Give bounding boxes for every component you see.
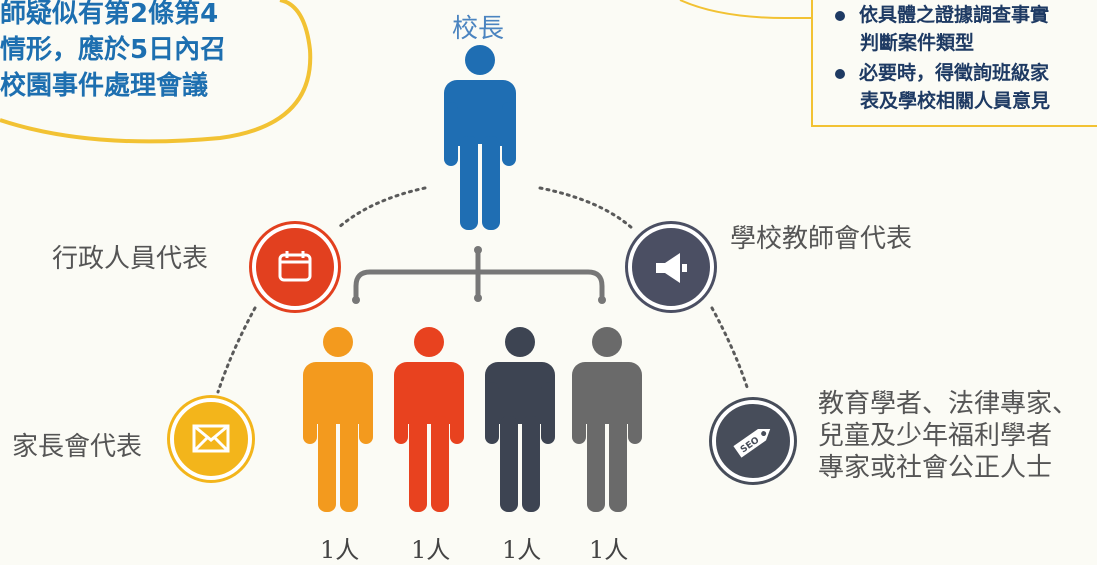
bullet-2-cont: 表及學校相關人員意見 bbox=[860, 90, 1051, 112]
callout-line-2: 情形，應於5日內召 bbox=[0, 35, 227, 65]
info-box-border bbox=[679, 0, 1097, 127]
bullet-1-cont: 判斷案件類型 bbox=[860, 32, 975, 54]
callout-line-1: 師疑似有第2條第4 bbox=[0, 0, 219, 29]
teachers-role-label: 學校教師會代表 bbox=[730, 224, 913, 254]
admin-role-badge bbox=[252, 224, 338, 310]
bullet-dot bbox=[835, 10, 845, 21]
callout-bubble bbox=[0, 0, 313, 144]
teachers-role-badge bbox=[628, 224, 714, 310]
experts-role-badge: SEO bbox=[712, 400, 794, 482]
experts-label-line-2: 兒童及少年福利學者 bbox=[818, 421, 1053, 451]
bullet-2: 必要時，得徵詢班級家 bbox=[835, 60, 1049, 86]
parents-role-badge bbox=[170, 398, 252, 480]
member-person-icon bbox=[572, 327, 642, 512]
member-count-label: 1人 bbox=[589, 536, 629, 564]
experts-role-label: 教育學者、法律專家、 兒童及少年福利學者 專家或社會公正人士 bbox=[818, 388, 1078, 484]
parents-role-label: 家長會代表 bbox=[12, 432, 143, 462]
experts-label-line-3: 專家或社會公正人士 bbox=[818, 453, 1053, 483]
envelope-icon bbox=[192, 424, 230, 453]
calendar-icon bbox=[278, 251, 312, 282]
member-person-icon bbox=[485, 327, 555, 512]
principal-figure bbox=[444, 45, 516, 230]
member-count-label: 1人 bbox=[320, 536, 360, 564]
member-count-label: 1人 bbox=[502, 536, 542, 564]
seo-tag-icon: SEO bbox=[733, 428, 771, 458]
bullet-1: 依具體之證據調查事實 bbox=[835, 2, 1049, 28]
megaphone-icon bbox=[656, 253, 687, 283]
admin-role-label: 行政人員代表 bbox=[52, 244, 209, 274]
member-count-label: 1人 bbox=[411, 536, 451, 564]
member-person-icon bbox=[303, 327, 373, 512]
principal-person-icon bbox=[444, 45, 516, 230]
member-person-icon bbox=[394, 327, 464, 512]
experts-label-line-1: 教育學者、法律專家、 bbox=[818, 389, 1079, 419]
callout-line-3: 校園事件處理會議 bbox=[0, 71, 209, 101]
principal-label: 校長 bbox=[452, 14, 505, 44]
bullet-dot bbox=[835, 68, 845, 79]
